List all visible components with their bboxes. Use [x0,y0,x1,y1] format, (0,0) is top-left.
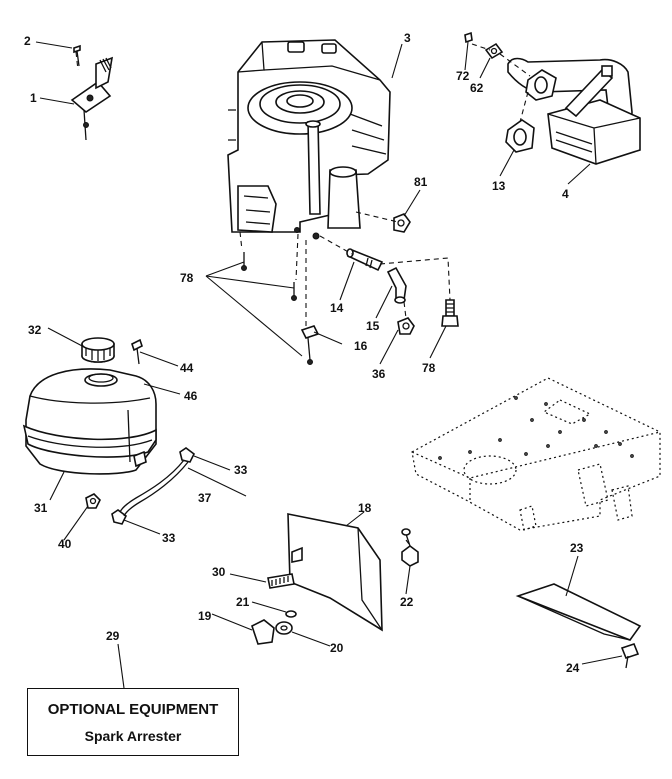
callout-62: 62 [470,81,484,95]
callout-78-right: 78 [422,361,436,375]
muffler-assembly [464,31,641,165]
callout-labels: 2 1 3 72 62 13 4 81 78 14 15 16 36 78 32… [24,31,584,675]
callout-30: 30 [212,565,226,579]
callout-44: 44 [180,361,194,375]
small-hardware [241,213,459,365]
callout-15: 15 [366,319,380,333]
callout-72: 72 [456,69,470,83]
callout-46: 46 [184,389,198,403]
callout-23: 23 [570,541,584,555]
callout-33-bottom: 33 [162,531,176,545]
engine [227,39,391,240]
bottom-plate [515,583,642,669]
fuel-tank-assembly [22,337,196,525]
leader-lines [35,41,623,689]
callout-24: 24 [566,661,580,675]
callout-13: 13 [492,179,506,193]
callout-31: 31 [34,501,48,515]
callout-16: 16 [354,339,368,353]
callout-3: 3 [404,31,411,45]
callout-78-left: 78 [180,271,194,285]
callout-18: 18 [358,501,372,515]
callout-36: 36 [372,367,386,381]
callout-81: 81 [414,175,428,189]
optional-equipment-title: OPTIONAL EQUIPMENT [47,701,219,718]
callout-37: 37 [198,491,212,505]
callout-22: 22 [400,595,414,609]
callout-33-top: 33 [234,463,248,477]
throttle-control [70,44,114,141]
optional-equipment-box: OPTIONAL EQUIPMENT Spark Arrester [27,688,239,756]
callout-40: 40 [58,537,72,551]
frame-plate [411,377,661,531]
callout-2: 2 [24,34,31,48]
callout-29: 29 [106,629,120,643]
callout-21: 21 [236,595,250,609]
callout-20: 20 [330,641,344,655]
callout-19: 19 [198,609,212,623]
callout-1: 1 [30,91,37,105]
callout-32: 32 [28,323,42,337]
optional-equipment-subtitle: Spark Arrester [84,728,182,744]
heat-shield-assembly [251,513,419,645]
callout-14: 14 [330,301,344,315]
callout-4: 4 [562,187,569,201]
